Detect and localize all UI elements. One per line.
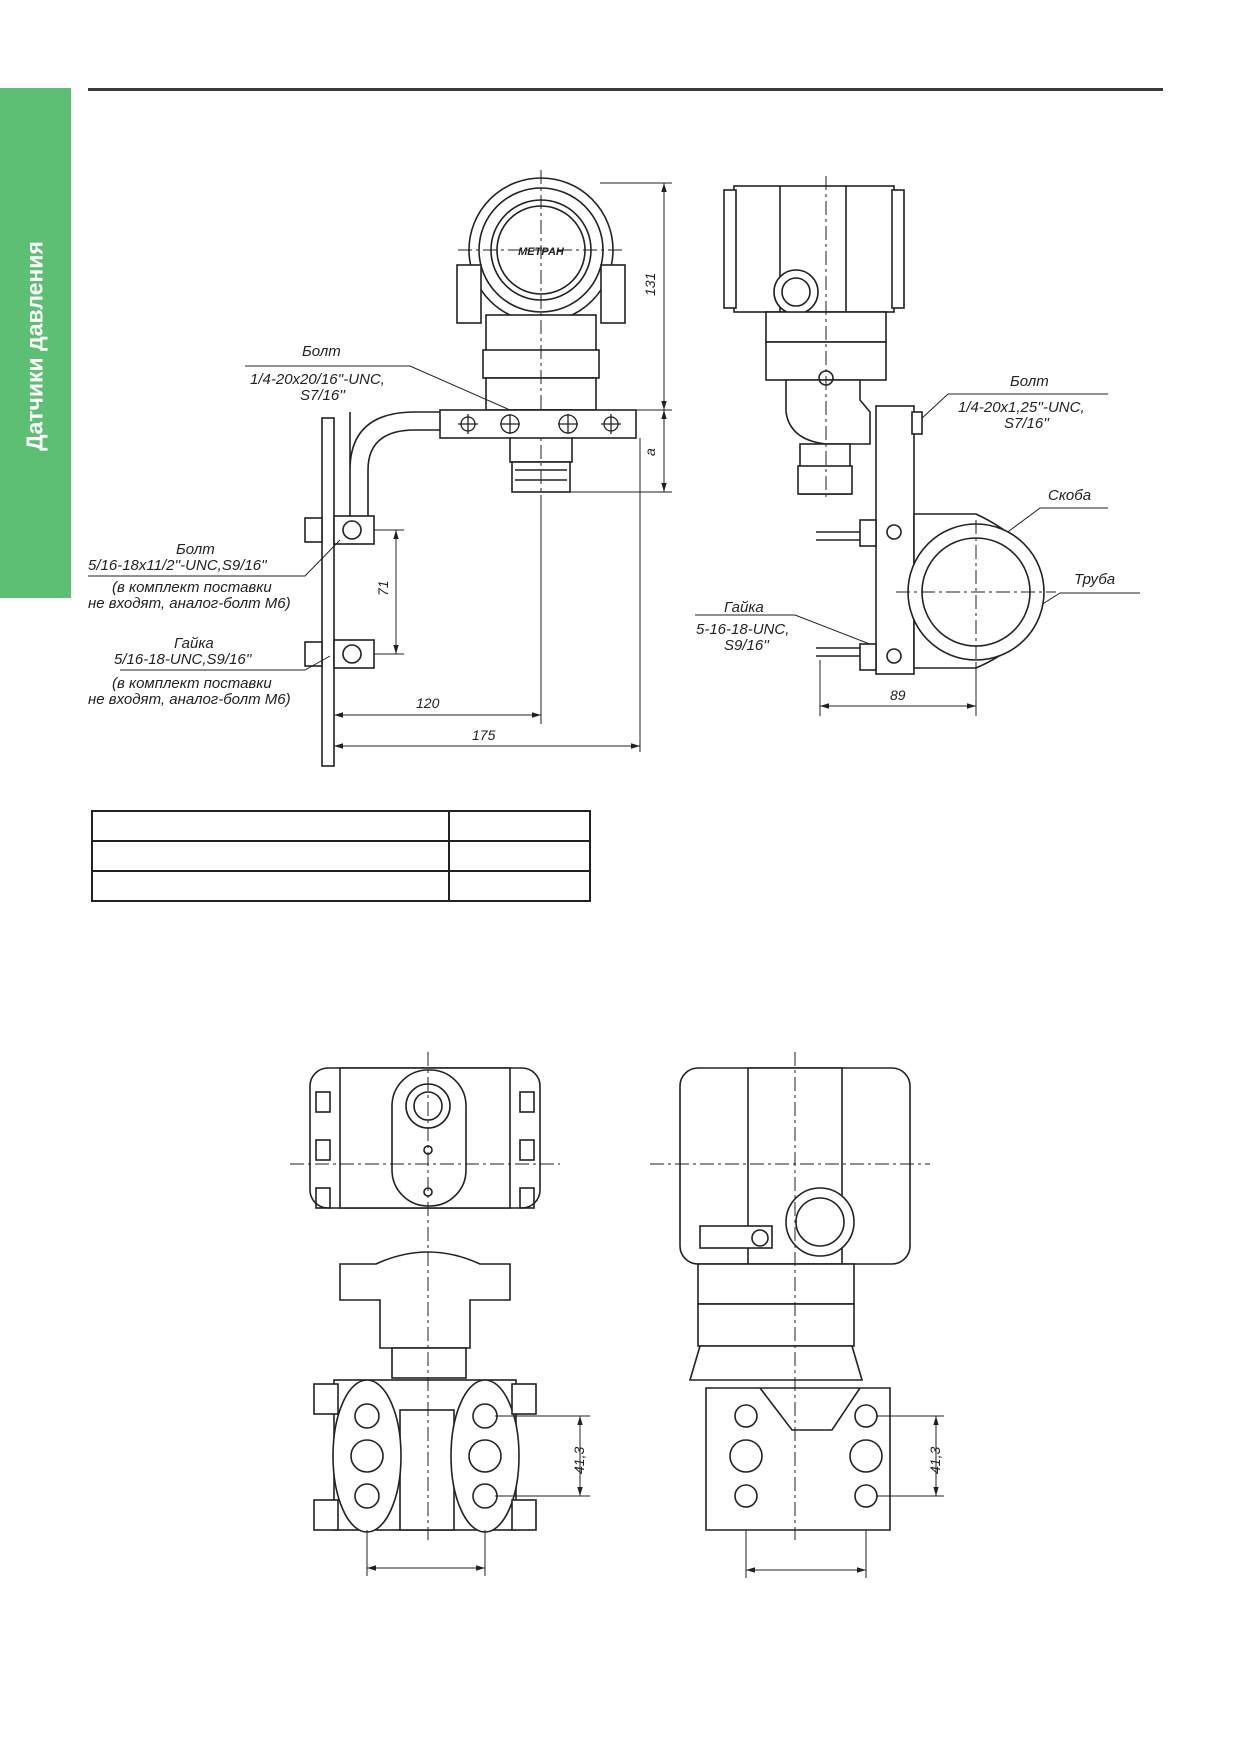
bottom-labels: 41,3 41,3 xyxy=(571,1447,943,1474)
dim-120: 120 xyxy=(416,695,440,711)
nut1-note1: (в комплект поставки xyxy=(112,675,272,692)
pipe-label: Труба xyxy=(1074,571,1115,588)
mounting-plate xyxy=(321,417,335,767)
nut1-title: Гайка xyxy=(174,635,214,652)
dim-a: a xyxy=(642,448,658,456)
bolt3-spec2: S7/16'' xyxy=(1004,415,1050,432)
bracket-holes xyxy=(458,414,621,434)
transmitter-side-view xyxy=(723,176,1056,675)
top-drawing: МЕТРАН xyxy=(88,170,1140,767)
bracket-label: Скоба xyxy=(1048,487,1091,504)
bottom-drawing xyxy=(290,1052,944,1578)
nut2-spec2: S9/16'' xyxy=(724,637,770,654)
bolt2-spec1: 5/16-18х11/2''-UNC,S9/16'' xyxy=(88,557,268,574)
bolt1-spec1: 1/4-20х20/16''-UNC, xyxy=(250,371,385,388)
transmitter-front-view xyxy=(456,170,626,500)
dim-41-3-right: 41,3 xyxy=(927,1447,943,1474)
nut2-title: Гайка xyxy=(724,599,764,616)
nut1-spec1: 5/16-18-UNC,S9/16'' xyxy=(114,651,253,668)
leader-lines xyxy=(88,365,1140,671)
logo-text: МЕТРАН xyxy=(518,246,565,258)
spec-table xyxy=(91,810,591,902)
dim-89: 89 xyxy=(890,687,906,703)
table-row xyxy=(91,840,591,872)
bolt2-note2: не входят, аналог-болт М6) xyxy=(88,595,291,612)
nut1-note2: не входят, аналог-болт М6) xyxy=(88,691,291,708)
transmitter-front-bottom xyxy=(290,1052,560,1540)
bolt2-title: Болт xyxy=(176,541,215,558)
top-rule xyxy=(88,88,1163,91)
table-row xyxy=(91,870,591,902)
top-labels: Болт 1/4-20х20/16''-UNC, S7/16'' Болт 5/… xyxy=(88,273,1115,743)
bolt1-title: Болт xyxy=(302,343,341,360)
dim-71: 71 xyxy=(375,580,391,596)
bolt3-spec1: 1/4-20х1,25''-UNC, xyxy=(958,399,1085,416)
transmitter-side-bottom xyxy=(650,1052,930,1540)
bolt3-title: Болт xyxy=(1010,373,1049,390)
table-row xyxy=(91,810,591,842)
dimension-lines xyxy=(333,182,672,756)
bolt1-spec2: S7/16'' xyxy=(300,387,346,404)
dim-175: 175 xyxy=(472,727,496,743)
dim-131: 131 xyxy=(642,273,658,296)
bolt2-note1: (в комплект поставки xyxy=(112,579,272,596)
nut2-spec1: 5-16-18-UNC, xyxy=(696,621,789,638)
side-tab: Датчики давления xyxy=(0,88,71,598)
dim-41-3-left: 41,3 xyxy=(571,1447,587,1474)
